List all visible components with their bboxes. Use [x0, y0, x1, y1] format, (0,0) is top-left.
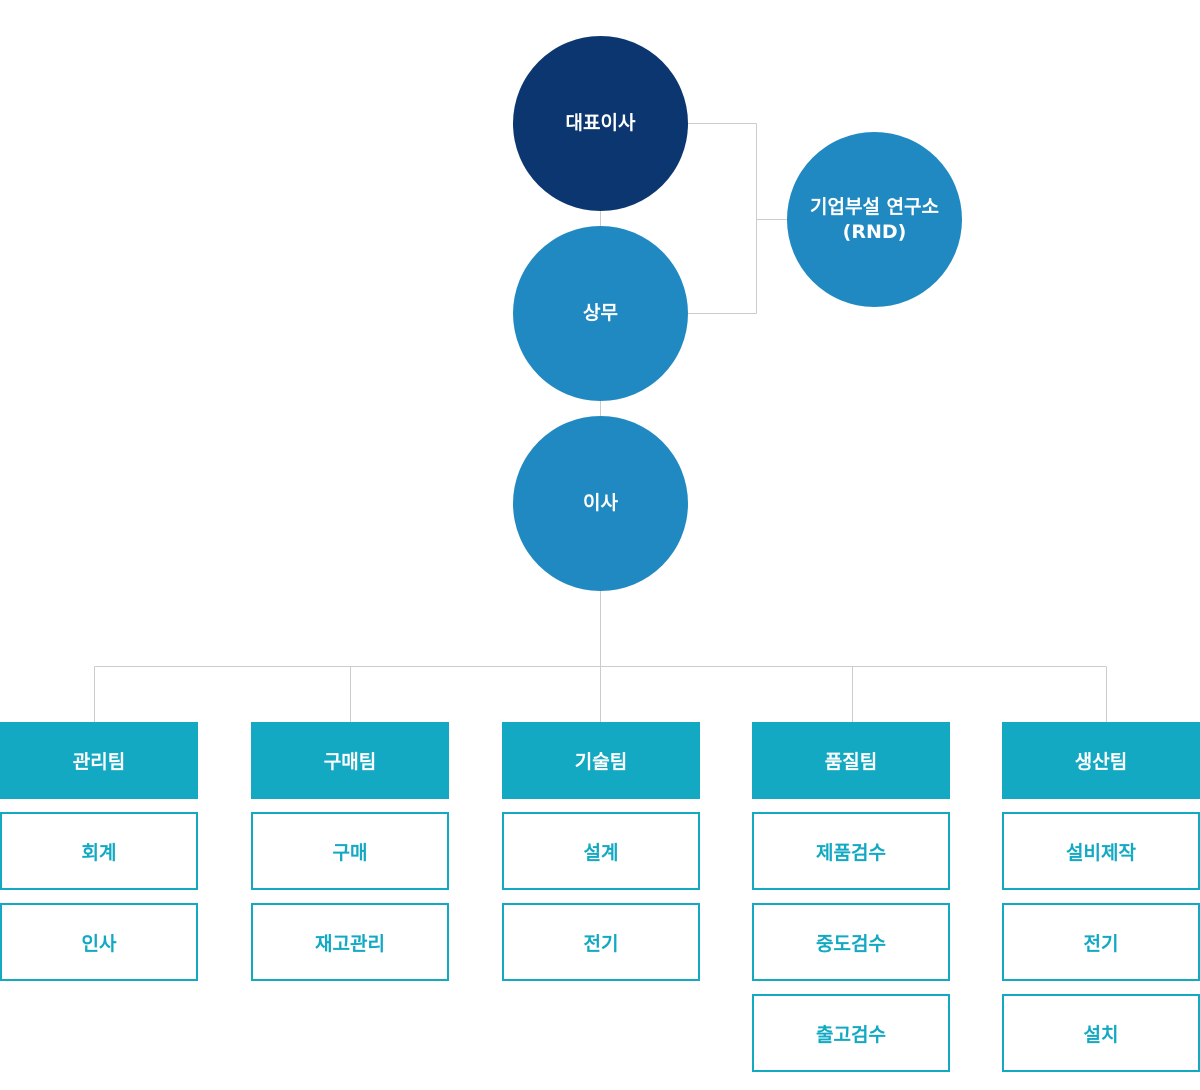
team-item: 중도검수 [752, 903, 950, 981]
team-item: 설치 [1002, 994, 1200, 1072]
team-item: 회계 [0, 812, 198, 890]
rnd-node: 기업부설 연구소 (RND) [787, 132, 962, 307]
team-item: 구매 [251, 812, 449, 890]
team-item: 인사 [0, 903, 198, 981]
team-column-technology: 기술팀 설계 전기 [502, 722, 700, 981]
managing-director-node: 상무 [513, 226, 688, 401]
team-column-quality: 품질팀 제품검수 중도검수 출고검수 [752, 722, 950, 1072]
team-column-production: 생산팀 설비제작 전기 설치 [1002, 722, 1200, 1072]
team-header: 기술팀 [502, 722, 700, 799]
team-column-management: 관리팀 회계 인사 [0, 722, 198, 981]
team-item: 전기 [1002, 903, 1200, 981]
team-item: 출고검수 [752, 994, 950, 1072]
team-header: 품질팀 [752, 722, 950, 799]
team-column-purchasing: 구매팀 구매 재고관리 [251, 722, 449, 981]
team-item: 재고관리 [251, 903, 449, 981]
ceo-node: 대표이사 [513, 36, 688, 211]
team-item: 설계 [502, 812, 700, 890]
team-item: 제품검수 [752, 812, 950, 890]
director-node: 이사 [513, 416, 688, 591]
team-item: 설비제작 [1002, 812, 1200, 890]
team-header: 관리팀 [0, 722, 198, 799]
team-item: 전기 [502, 903, 700, 981]
team-header: 생산팀 [1002, 722, 1200, 799]
team-header: 구매팀 [251, 722, 449, 799]
